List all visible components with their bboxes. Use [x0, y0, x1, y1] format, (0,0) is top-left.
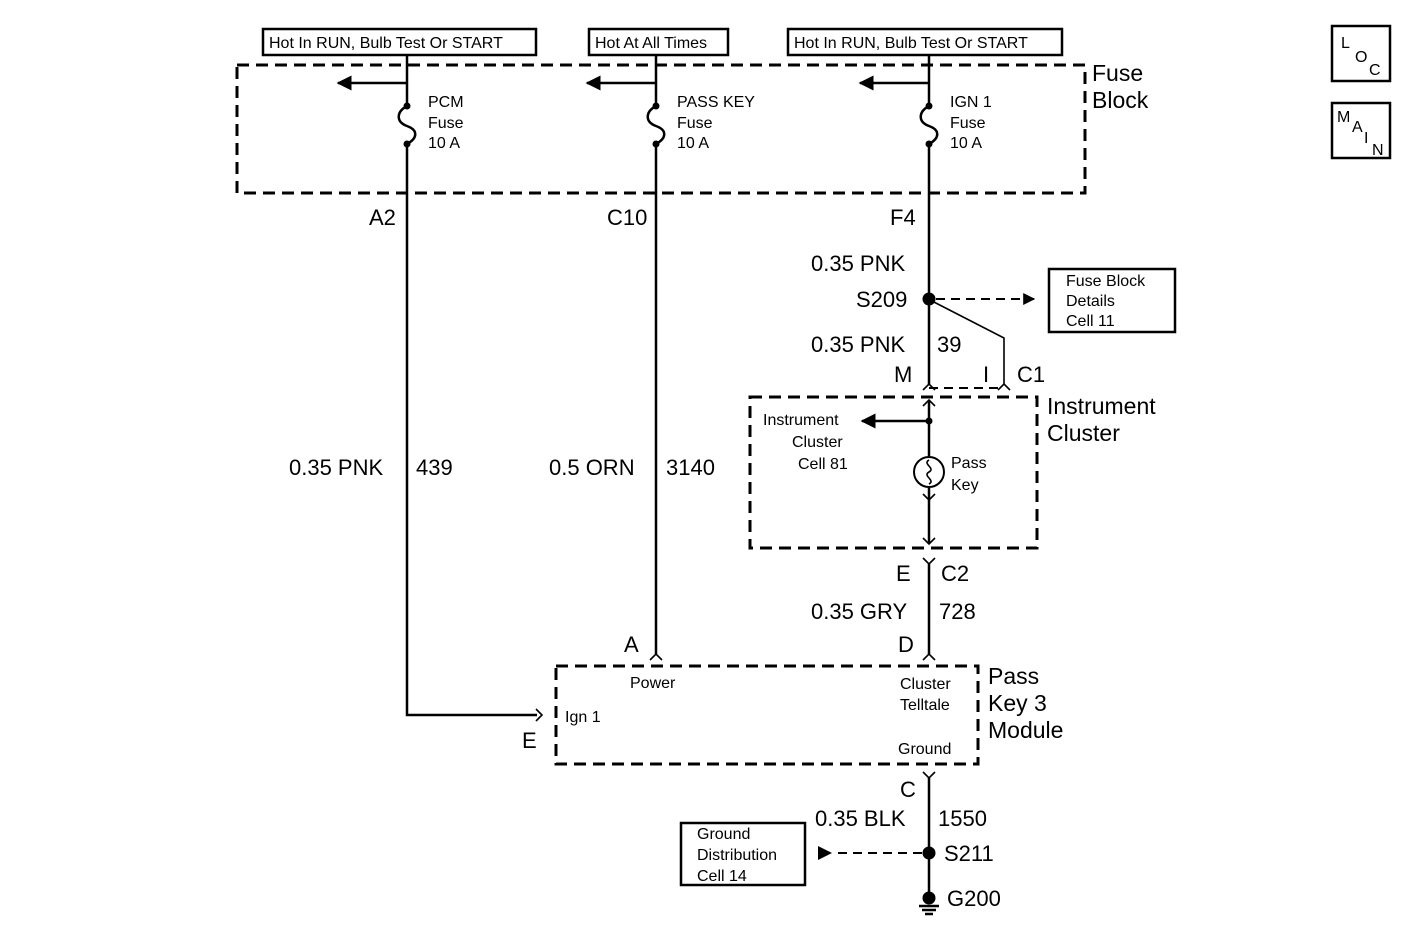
svg-text:Cell 11: Cell 11 — [1066, 313, 1115, 330]
fuse-block-label-1: Fuse — [1092, 60, 1143, 86]
svg-text:Instrument: Instrument — [763, 412, 839, 429]
svg-text:Ground: Ground — [697, 826, 750, 843]
svg-text:Details: Details — [1066, 293, 1115, 310]
fuse-pcm: PCM Fuse 10 A — [336, 55, 464, 152]
pass-key-lamp: Pass Key — [860, 398, 987, 546]
module-pin-ign1: Ign 1 — [565, 709, 601, 726]
svg-text:C2: C2 — [941, 561, 969, 586]
svg-text:Pass: Pass — [951, 455, 987, 472]
svg-text:0.35 PNK: 0.35 PNK — [811, 251, 905, 276]
fuse-block-details-ref[interactable]: Fuse Block Details Cell 11 — [1047, 267, 1177, 334]
instrument-cluster-outline — [748, 395, 1039, 550]
svg-text:1550: 1550 — [938, 806, 987, 831]
svg-text:Fuse Block: Fuse Block — [1066, 273, 1146, 290]
svg-text:Fuse: Fuse — [677, 115, 713, 132]
svg-text:Fuse: Fuse — [428, 115, 464, 132]
terminal-c10: C10 — [607, 205, 647, 230]
svg-text:I: I — [983, 362, 989, 387]
module-label-1: Pass — [988, 663, 1039, 689]
svg-text:Hot In RUN, Bulb Test Or START: Hot In RUN, Bulb Test Or START — [794, 35, 1028, 52]
svg-text:Key: Key — [951, 477, 979, 494]
splice-s211: S211 — [818, 841, 994, 866]
svg-text:10 A: 10 A — [950, 135, 982, 152]
svg-text:S209: S209 — [856, 287, 907, 312]
svg-text:Distribution: Distribution — [697, 847, 777, 864]
svg-text:D: D — [898, 632, 914, 657]
connector-e-module: E — [522, 728, 537, 753]
svg-text:39: 39 — [937, 332, 961, 357]
svg-text:Cell 81: Cell 81 — [798, 456, 848, 473]
supply-label-passkey: Hot At All Times — [587, 27, 730, 57]
wire-39: 0.35 PNK 0.35 PNK 39 M — [811, 144, 961, 391]
svg-text:Cell 14: Cell 14 — [697, 868, 747, 885]
instrument-cluster-ref[interactable]: Instrument Cluster Cell 81 — [763, 412, 848, 473]
ground-distribution-ref[interactable]: Ground Distribution Cell 14 — [679, 821, 807, 887]
svg-text:Hot At All Times: Hot At All Times — [595, 35, 707, 52]
pass-key-module-outline — [554, 664, 980, 766]
svg-text:G200: G200 — [947, 886, 1001, 911]
svg-text:A: A — [624, 632, 639, 657]
wire-1550: C 0.35 BLK 1550 — [815, 771, 987, 900]
fuse-passkey: PASS KEY Fuse 10 A — [585, 55, 755, 152]
loc-button[interactable]: L O C — [1330, 24, 1392, 83]
instrument-cluster-label-2: Cluster — [1047, 420, 1120, 446]
svg-text:Hot In RUN, Bulb Test Or START: Hot In RUN, Bulb Test Or START — [269, 35, 503, 52]
svg-text:M: M — [1337, 109, 1350, 126]
terminal-a2: A2 — [369, 205, 396, 230]
supply-label-ign: Hot In RUN, Bulb Test Or START — [786, 27, 1064, 57]
svg-text:3140: 3140 — [666, 455, 715, 480]
svg-text:728: 728 — [939, 599, 976, 624]
wire-439: 0.35 PNK 439 — [289, 144, 544, 722]
svg-text:Fuse: Fuse — [950, 115, 986, 132]
fuse-block-label-2: Block — [1092, 87, 1149, 113]
svg-text:0.35 PNK: 0.35 PNK — [289, 455, 383, 480]
svg-text:0.35 BLK: 0.35 BLK — [815, 806, 906, 831]
splice-s209: S209 I C1 — [856, 287, 1045, 391]
module-pin-cluster-1: Cluster — [900, 676, 951, 693]
svg-text:10 A: 10 A — [677, 135, 709, 152]
svg-text:C: C — [900, 777, 916, 802]
instrument-cluster-label-1: Instrument — [1047, 393, 1156, 419]
svg-text:M: M — [894, 362, 912, 387]
svg-text:I: I — [1364, 130, 1368, 147]
fuse-block-outline — [235, 63, 1087, 195]
svg-text:10 A: 10 A — [428, 135, 460, 152]
module-pin-power: Power — [630, 675, 676, 692]
ground-g200: G200 — [919, 886, 1001, 916]
module-pin-ground: Ground — [898, 741, 951, 758]
svg-text:PASS KEY: PASS KEY — [677, 94, 755, 111]
terminal-f4: F4 — [890, 205, 916, 230]
svg-text:439: 439 — [416, 455, 453, 480]
module-label-3: Module — [988, 717, 1063, 743]
svg-text:IGN 1: IGN 1 — [950, 94, 992, 111]
svg-text:S211: S211 — [944, 841, 994, 866]
svg-text:C1: C1 — [1017, 362, 1045, 387]
svg-text:Cluster: Cluster — [792, 434, 843, 451]
fuse-ign1: IGN 1 Fuse 10 A — [858, 55, 992, 152]
svg-text:E: E — [896, 561, 911, 586]
svg-text:N: N — [1372, 142, 1384, 159]
svg-text:C: C — [1369, 62, 1381, 79]
svg-text:PCM: PCM — [428, 94, 464, 111]
supply-label-pcm: Hot In RUN, Bulb Test Or START — [261, 27, 538, 57]
svg-text:L: L — [1341, 35, 1350, 52]
main-button[interactable]: M A I N — [1330, 101, 1392, 160]
svg-text:A: A — [1352, 119, 1363, 136]
svg-text:0.35 GRY: 0.35 GRY — [811, 599, 908, 624]
svg-text:0.5 ORN: 0.5 ORN — [549, 455, 635, 480]
module-label-2: Key 3 — [988, 690, 1047, 716]
module-pin-cluster-2: Telltale — [900, 697, 950, 714]
wire-3140: 0.5 ORN 3140 A — [549, 144, 715, 661]
svg-text:O: O — [1355, 49, 1367, 66]
svg-text:0.35 PNK: 0.35 PNK — [811, 332, 905, 357]
wire-728: E C2 0.35 GRY 728 D — [811, 557, 976, 661]
